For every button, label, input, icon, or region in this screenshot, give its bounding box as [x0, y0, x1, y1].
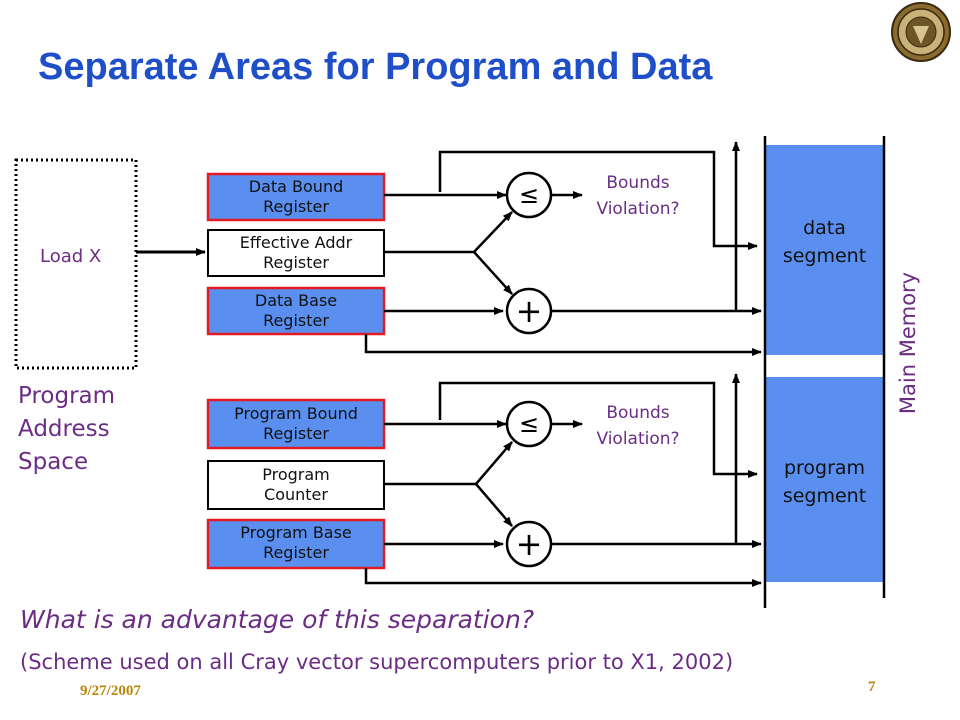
program-base-register [206, 518, 386, 570]
register-label-line: Register [263, 543, 329, 562]
program-segment-label: program segment [765, 454, 884, 510]
slide-title: Separate Areas for Program and Data [38, 46, 713, 88]
program-address-space-label: Program Address Space [18, 380, 115, 479]
data-compare-circle [505, 171, 553, 219]
program-base-to-memory-wire [364, 568, 762, 587]
data-ea-to-compare-wire [384, 211, 513, 254]
footer-date: 9/27/2007 [80, 683, 141, 699]
register-label-line: Program Base [240, 523, 352, 542]
data-ea-to-adder-wire [473, 251, 513, 295]
segment-label-line: segment [782, 485, 867, 507]
note-text: (Scheme used on all Cray vector supercom… [20, 650, 734, 674]
program-counter-register-label: Program Counter [208, 465, 384, 505]
register-label-line: Data Base [254, 291, 338, 310]
register-label-line: Register [263, 197, 329, 216]
register-label-line: Program [262, 465, 330, 484]
register-label-line: Effective Addr [239, 233, 353, 252]
program-bound-register-label: Program Bound Register [208, 404, 384, 444]
program-pc-to-adder-wire [475, 483, 513, 527]
data-compare-symbol: ≤ [519, 181, 539, 209]
data-segment-block [765, 145, 884, 355]
data-feedback-wire [438, 150, 758, 250]
program-compare-symbol: ≤ [519, 410, 539, 438]
register-label-line: Data Bound [248, 177, 344, 196]
data-bounds-violation-label: Bounds Violation? [578, 170, 698, 222]
program-address-space-line: Program [18, 383, 116, 409]
effective-addr-register [207, 229, 385, 277]
university-seal-logo [891, 2, 951, 62]
data-add-symbol: + [516, 292, 543, 330]
bounds-line: Bounds [606, 173, 670, 193]
program-add-symbol: + [516, 525, 543, 563]
page-number: 7 [868, 679, 876, 695]
main-memory-text: Main Memory [896, 271, 920, 415]
data-adder-circle [505, 287, 553, 335]
program-counter-register [207, 460, 385, 510]
data-base-to-memory-wire [364, 334, 762, 356]
segment-label-line: program [783, 457, 866, 479]
program-address-space-line: Space [18, 449, 89, 475]
bounds-line: Violation? [596, 429, 680, 449]
segment-label-line: segment [782, 245, 867, 267]
question-text: What is an advantage of this separation? [20, 605, 535, 634]
data-segment-label: data segment [765, 214, 884, 270]
program-pc-to-compare-wire [384, 441, 513, 486]
bounds-line: Violation? [596, 199, 680, 219]
data-bound-register [206, 172, 386, 222]
register-label-line: Register [263, 424, 329, 443]
program-base-register-label: Program Base Register [208, 523, 384, 563]
program-segment-block [765, 377, 884, 582]
program-address-space-line: Address [18, 416, 110, 442]
register-label-line: Program Bound [234, 404, 358, 423]
program-adder-circle [505, 520, 553, 568]
register-label-line: Register [263, 253, 329, 272]
program-bounds-violation-label: Bounds Violation? [578, 400, 698, 452]
data-bound-register-label: Data Bound Register [208, 177, 384, 217]
program-feedback-wire [438, 381, 758, 478]
effective-addr-register-label: Effective Addr Register [208, 233, 384, 273]
load-x-label: Load X [40, 246, 102, 267]
register-label-line: Register [263, 311, 329, 330]
segment-label-line: data [803, 217, 846, 239]
bounds-line: Bounds [606, 403, 670, 423]
data-base-register-label: Data Base Register [208, 291, 384, 331]
program-address-space-box [14, 158, 138, 370]
program-compare-circle [505, 400, 553, 448]
register-label-line: Counter [264, 485, 328, 504]
